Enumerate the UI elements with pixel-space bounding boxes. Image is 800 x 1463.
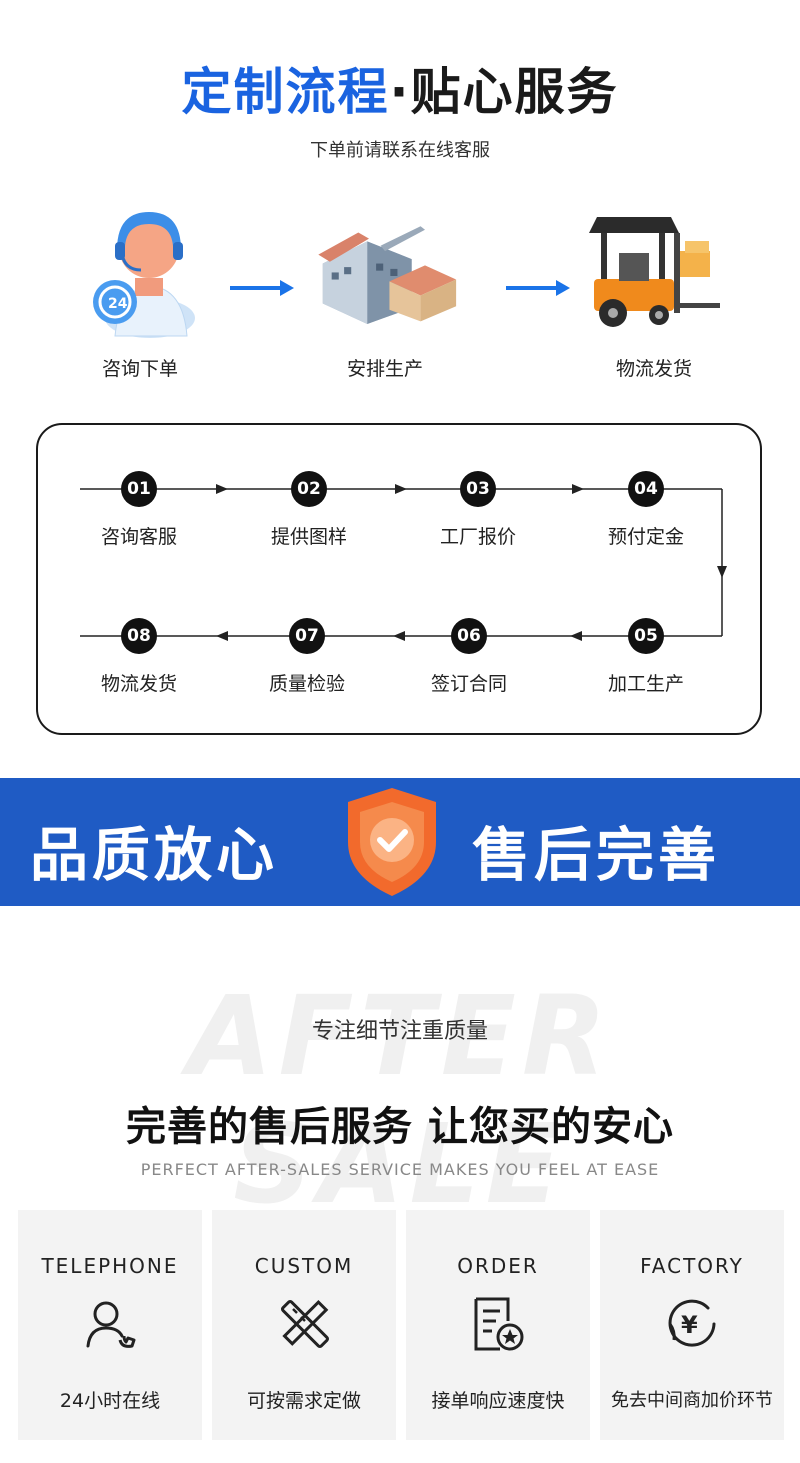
step-produce: 安排生产 — [305, 195, 465, 381]
process-connector-lines — [80, 484, 727, 641]
after-sale-watermark: AFTER SALE — [187, 972, 613, 1228]
card-text: 接单响应速度快 — [431, 1390, 565, 1412]
card-text: 可按需求定做 — [246, 1390, 361, 1412]
step-node-label: 咨询客服 — [100, 526, 177, 548]
feature-card-custom: CUSTOM 可按需求定做 — [212, 1210, 396, 1440]
order-document-icon — [406, 1292, 590, 1356]
step-node-06: 06 — [451, 618, 487, 654]
yen-coin-icon: ¥ — [600, 1292, 784, 1356]
step-node-02: 02 — [291, 471, 327, 507]
arrow-right-icon — [506, 280, 570, 296]
customer-service-icon: 24 — [60, 195, 220, 340]
feature-card-factory: FACTORY ¥ 免去中间商加价环节 — [600, 1210, 784, 1440]
card-text: 免去中间商加价环节 — [611, 1390, 773, 1411]
title-dot: · — [389, 63, 411, 121]
card-title: CUSTOM — [254, 1254, 354, 1278]
telephone-person-icon — [18, 1292, 202, 1356]
step-label: 物流发货 — [615, 358, 692, 380]
step-node-label: 工厂报价 — [439, 526, 516, 548]
step-node-label: 提供图样 — [270, 526, 347, 548]
card-text: 24小时在线 — [59, 1390, 161, 1412]
step-node-05: 05 — [628, 618, 664, 654]
step-node-01: 01 — [121, 471, 157, 507]
page-title: 定制流程·贴心服务 — [0, 52, 800, 124]
step-ship: 物流发货 — [574, 195, 734, 381]
after-sale-title: 完善的售后服务 让您买的安心 — [126, 1104, 674, 1150]
banner-left-text: 品质放心 — [30, 821, 279, 889]
after-sale-english: PERFECT AFTER-SALES SERVICE MAKES YOU FE… — [140, 1160, 660, 1179]
step-node-label: 签订合同 — [430, 673, 507, 695]
forklift-icon — [574, 195, 734, 340]
step-consult: 24 咨询下单 — [60, 195, 220, 381]
step-label: 安排生产 — [346, 358, 423, 380]
banner-right-text: 售后完善 — [472, 821, 721, 889]
process-flow — [36, 423, 762, 735]
step-node-07: 07 — [289, 618, 325, 654]
shield-check-icon — [348, 788, 436, 896]
card-title: FACTORY — [640, 1254, 744, 1278]
step-node-label: 物流发货 — [100, 673, 177, 695]
step-node-label: 预付定金 — [607, 526, 684, 548]
after-sale-subtitle: 专注细节注重质量 — [311, 1019, 488, 1044]
svg-text:¥: ¥ — [681, 1311, 698, 1339]
feature-card-telephone: TELEPHONE 24小时在线 — [18, 1210, 202, 1440]
quality-banner: 品质放心 售后完善 — [0, 778, 800, 906]
factory-icon — [305, 195, 465, 340]
title-rest: 贴心服务 — [410, 63, 619, 121]
card-title: TELEPHONE — [41, 1254, 179, 1278]
step-node-04: 04 — [628, 471, 664, 507]
arrow-right-icon — [230, 280, 294, 296]
page-subtitle: 下单前请联系在线客服 — [310, 140, 490, 161]
step-node-08: 08 — [121, 618, 157, 654]
pencil-ruler-icon — [212, 1292, 396, 1356]
card-title: ORDER — [457, 1254, 539, 1278]
step-node-label: 质量检验 — [268, 673, 345, 695]
step-node-label: 加工生产 — [607, 673, 684, 695]
step-node-03: 03 — [460, 471, 496, 507]
feature-card-order: ORDER 接单响应速度快 — [406, 1210, 590, 1440]
step-label: 咨询下单 — [101, 358, 178, 380]
title-highlight: 定制流程 — [181, 63, 390, 121]
svg-text:24: 24 — [108, 296, 128, 312]
